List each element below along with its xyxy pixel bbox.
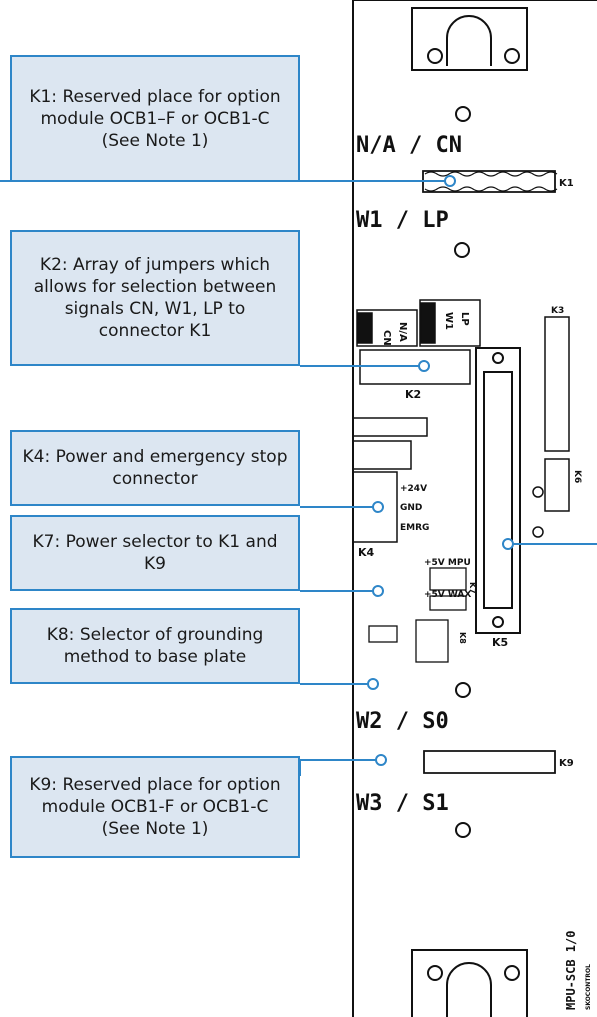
label-p5v-wax: +5V WAX <box>424 590 471 600</box>
callout-k7: K7: Power selector to K1 and K9 <box>10 515 300 591</box>
label-p24v: +24V <box>400 484 427 494</box>
label-k2: K2 <box>405 388 421 401</box>
label-k4: K4 <box>358 546 375 559</box>
jumper-block-k2 <box>356 299 481 385</box>
board-id: MPU-SCB 1/0 <box>564 931 578 1010</box>
top-mounting-slot <box>411 7 528 71</box>
connector-k6 <box>544 458 570 512</box>
mounting-hole <box>454 242 470 258</box>
label-k5: K5 <box>492 636 508 649</box>
jumper-k7 <box>429 567 467 611</box>
callout-k2: K2: Array of jumpers which allows for se… <box>10 230 300 366</box>
mounting-hole <box>532 486 544 498</box>
label-w2-s0: W2 / S0 <box>356 709 449 734</box>
label-na-cn: N/A / CN <box>356 133 462 158</box>
label-k9: K9 <box>559 758 574 769</box>
mounting-hole <box>455 682 471 698</box>
jumper-label-w1: W1 <box>443 312 454 330</box>
callout-k1-text: K1: Reserved place for option module OCB… <box>29 86 281 151</box>
label-k1: K1 <box>559 178 574 189</box>
label-k8: K8 <box>458 632 467 644</box>
jumper-k8 <box>368 619 449 663</box>
label-w1-lp: W1 / LP <box>356 208 449 233</box>
callout-k9: K9: Reserved place for option module OCB… <box>10 756 300 858</box>
label-emrg: EMRG <box>400 523 429 533</box>
label-k3: K3 <box>551 306 564 316</box>
callout-k1: K1: Reserved place for option module OCB… <box>10 55 300 182</box>
callout-k4-text: K4: Power and emergency stop connector <box>22 447 288 489</box>
label-p5v-mpu: +5V MPU <box>424 558 471 568</box>
jumper-label-cn: CN <box>381 330 392 346</box>
mounting-hole <box>455 106 471 122</box>
connector-k9 <box>423 750 556 774</box>
callout-k9-text: K9: Reserved place for option module OCB… <box>29 775 281 839</box>
mounting-hole <box>455 822 471 838</box>
callout-k2-text: K2: Array of jumpers which allows for se… <box>33 255 277 341</box>
callout-k7-text: K7: Power selector to K1 and K9 <box>32 532 278 574</box>
jumper-label-na: N/A <box>397 322 408 342</box>
brand-label: SKOCONTROL <box>585 964 592 1010</box>
label-w3-s1: W3 / S1 <box>356 791 449 816</box>
connector-k3 <box>544 316 570 452</box>
jumper-label-lp: LP <box>459 312 470 326</box>
bottom-mounting-slot <box>411 949 528 1017</box>
mounting-hole <box>532 526 544 538</box>
leader-endpoints <box>367 175 514 766</box>
callout-k4: K4: Power and emergency stop connector <box>10 430 300 506</box>
label-gnd: GND <box>400 503 422 513</box>
connector-k5 <box>475 347 521 634</box>
connector-k1 <box>422 170 558 193</box>
callout-k8-text: K8: Selector of grounding method to base… <box>46 625 264 667</box>
label-k6: K6 <box>572 470 582 483</box>
label-k7: K7 <box>468 582 477 594</box>
callout-k8: K8: Selector of grounding method to base… <box>10 608 300 684</box>
